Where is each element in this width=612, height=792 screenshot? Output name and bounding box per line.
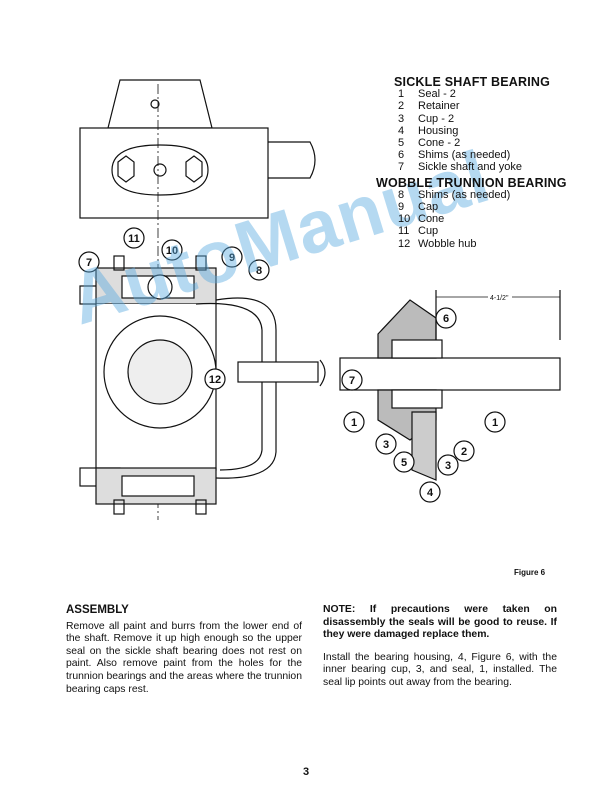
technical-drawing: 4-1/2" 7 11 10 9 8 12 6 7 1 1 3 2 5 3 4 — [78, 79, 561, 520]
svg-text:6: 6 — [443, 313, 449, 325]
svg-text:12: 12 — [209, 374, 221, 386]
svg-text:1: 1 — [351, 417, 357, 429]
callout-5: 5 — [393, 451, 415, 473]
page-number: 3 — [302, 766, 310, 778]
svg-text:3: 3 — [383, 439, 389, 451]
svg-text:10: 10 — [166, 245, 178, 257]
callout-1-right: 1 — [484, 411, 506, 433]
svg-text:7: 7 — [349, 375, 355, 387]
svg-text:2: 2 — [461, 446, 467, 458]
install-body: Install the bearing housing, 4, Figure 6… — [323, 651, 557, 688]
callout-9: 9 — [221, 246, 243, 268]
sickle-shaft-bearing-title: SICKLE SHAFT BEARING — [394, 75, 551, 89]
callout-10: 10 — [161, 239, 183, 261]
assembly-body: Remove all paint and burrs from the lowe… — [66, 620, 302, 695]
svg-text:5: 5 — [401, 457, 407, 469]
callout-4: 4 — [419, 481, 441, 503]
assembly-section: ASSEMBLY Remove all paint and burrs from… — [66, 604, 302, 696]
figure-caption: Figure 6 — [514, 568, 546, 577]
svg-text:3: 3 — [445, 460, 451, 472]
svg-text:9: 9 — [229, 252, 235, 264]
callout-3-left: 3 — [375, 433, 397, 455]
assembly-heading: ASSEMBLY — [66, 604, 129, 616]
callout-2: 2 — [453, 440, 475, 462]
svg-text:7: 7 — [86, 257, 92, 269]
svg-text:1: 1 — [492, 417, 498, 429]
svg-text:4: 4 — [427, 487, 434, 499]
callout-8: 8 — [248, 259, 270, 281]
svg-text:8: 8 — [256, 265, 262, 277]
callout-12: 12 — [204, 368, 226, 390]
wobble-trunnion-bearing-title: WOBBLE TRUNNION BEARING — [376, 175, 567, 190]
callout-6: 6 — [435, 307, 457, 329]
note-section: NOTE: If precautions were taken on disas… — [323, 604, 557, 690]
callout-3-right: 3 — [437, 454, 459, 476]
callout-7-left: 7 — [78, 251, 100, 273]
note-text: NOTE: If precautions were taken on disas… — [323, 604, 557, 641]
svg-text:11: 11 — [128, 233, 140, 245]
callout-11: 11 — [123, 227, 145, 249]
callout-1-left: 1 — [343, 411, 365, 433]
callout-7-right: 7 — [341, 369, 363, 391]
dimension-label: 4-1/2" — [490, 295, 509, 302]
